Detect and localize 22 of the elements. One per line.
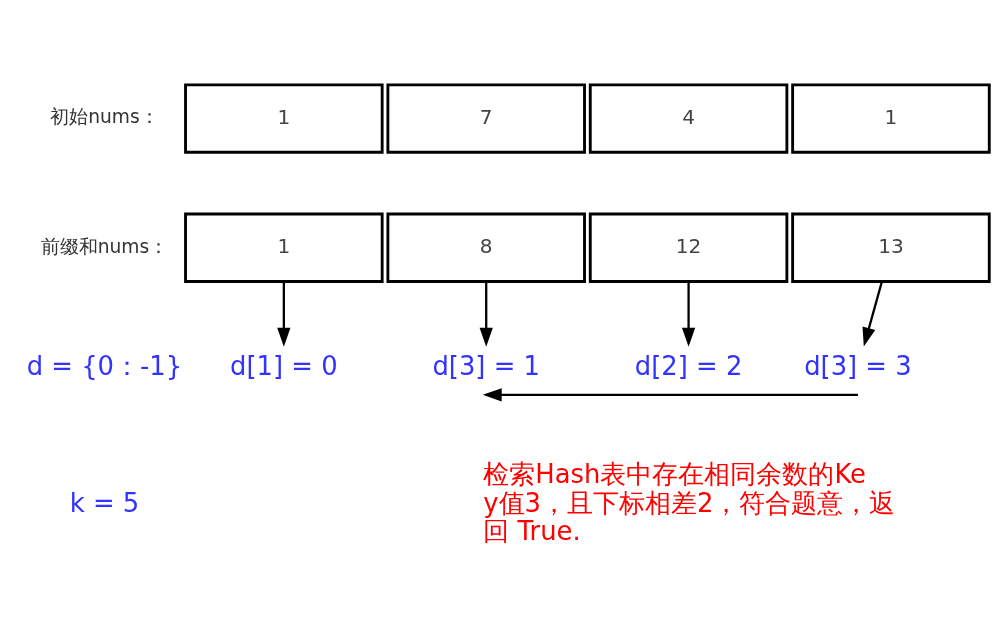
node-text: d[3] = 3 bbox=[803, 350, 912, 381]
arrow bbox=[479, 281, 493, 347]
node-box: 8 bbox=[385, 212, 586, 283]
arrow bbox=[681, 281, 695, 347]
node-box: 12 bbox=[588, 212, 788, 283]
arrow bbox=[862, 280, 883, 346]
arrow bbox=[482, 387, 858, 401]
node-text: d[1] = 0 bbox=[229, 350, 338, 381]
label: 检索Hash表中存在相同余数的Key值3，且下标相差2，符合题意，返回 True. bbox=[482, 458, 895, 546]
node-text: d[3] = 1 bbox=[431, 350, 540, 381]
label: 初始nums： bbox=[49, 105, 159, 127]
node-box: 13 bbox=[790, 212, 991, 283]
node-box: 1 bbox=[183, 212, 384, 283]
label: 前缀和nums： bbox=[40, 235, 168, 257]
node-box: 4 bbox=[588, 82, 788, 154]
node-box: 1 bbox=[790, 82, 991, 154]
node-text: d[2] = 2 bbox=[634, 350, 742, 381]
label: d = {0：-1} bbox=[26, 350, 182, 381]
node-box: 1 bbox=[183, 82, 384, 154]
node-box: 7 bbox=[385, 82, 586, 154]
arrow bbox=[276, 281, 290, 347]
label: k = 5 bbox=[69, 487, 139, 518]
